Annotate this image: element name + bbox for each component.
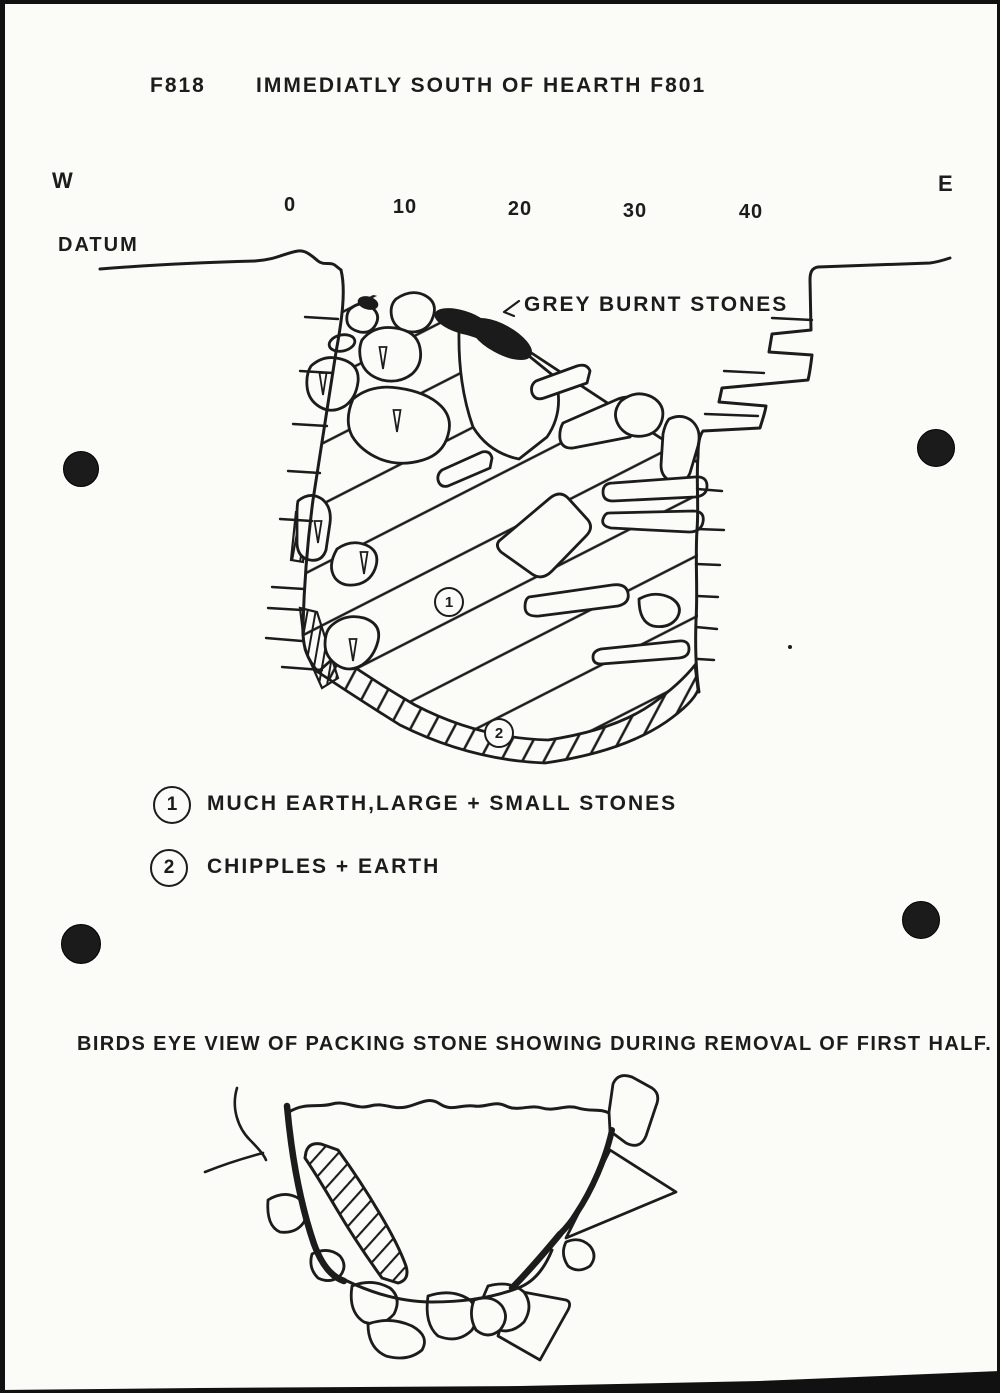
ground-line-west [98, 249, 343, 272]
section-marker-1-number: 1 [444, 593, 454, 611]
plan-pit-bottom-edge [343, 1248, 554, 1304]
burnt-stones-label: GREY BURNT STONES [524, 293, 789, 316]
scan-edge-top [0, 0, 1000, 4]
feature-id: F818 [150, 74, 206, 97]
plan-pit-top-edge [287, 1099, 611, 1115]
plan-stone [607, 1074, 660, 1147]
plan-stone [470, 1296, 507, 1337]
plan-stone [562, 1238, 596, 1272]
wall-tick-marks [264, 315, 726, 672]
scale-tick-40: 40 [738, 201, 764, 223]
plan-corner-squiggle [233, 1086, 268, 1162]
section-marker-1: 1 [434, 587, 464, 617]
plan-stone [564, 1148, 678, 1240]
plan-view-drawing [203, 1074, 678, 1362]
page-title: IMMEDIATLY SOUTH OF HEARTH F801 [256, 74, 707, 97]
plan-corner-line [203, 1151, 265, 1174]
grey-burnt-stones [357, 296, 533, 361]
plan-stone [349, 1281, 399, 1326]
datum-label: DATUM [58, 234, 139, 256]
plan-stone [366, 1319, 426, 1360]
legend-1-number: 1 [166, 794, 178, 815]
punch-hole-dot [902, 901, 940, 939]
scan-edge-right [997, 0, 1000, 1393]
section-marker-2: 2 [484, 718, 514, 748]
section-drawing [98, 249, 952, 765]
scale-tick-0: 0 [283, 194, 297, 216]
stones-group [295, 291, 709, 671]
burnt-stones-arrow-icon [502, 299, 521, 318]
plan-stone [425, 1291, 478, 1341]
plan-thick-edge-left [283, 1102, 348, 1285]
legend-marker-2: 2 [150, 849, 188, 887]
scale-tick-10: 10 [392, 196, 418, 218]
ground-line-east-steps [694, 256, 952, 694]
punch-hole-dot [61, 924, 101, 964]
legend-marker-1: 1 [153, 786, 191, 824]
section-marker-2-number: 2 [494, 724, 504, 742]
scale-tick-20: 20 [507, 198, 533, 220]
scan-edge-bottom [0, 1371, 1000, 1393]
plan-thick-edge-right-lower [508, 1230, 564, 1292]
step-ledge-lines [703, 316, 814, 418]
plan-thick-edge-right [557, 1127, 615, 1237]
plan-hatched-stone [303, 1142, 409, 1285]
legend-2-number: 2 [163, 857, 175, 878]
legend-2-label: CHIPPLES + EARTH [207, 855, 441, 878]
compass-west-label: W [52, 168, 75, 193]
compass-east-label: E [938, 171, 955, 196]
punch-hole-dot [917, 429, 955, 467]
ink-speck [788, 645, 792, 649]
legend-1-label: MUCH EARTH,LARGE + SMALL STONES [207, 792, 678, 815]
scale-tick-30: 30 [622, 200, 648, 222]
scan-edge-left [0, 0, 5, 1393]
pit-wall-west [301, 268, 345, 674]
plan-view-caption: BIRDS EYE VIEW OF PACKING STONE SHOWING … [77, 1033, 993, 1055]
punch-hole-dot [63, 451, 99, 487]
